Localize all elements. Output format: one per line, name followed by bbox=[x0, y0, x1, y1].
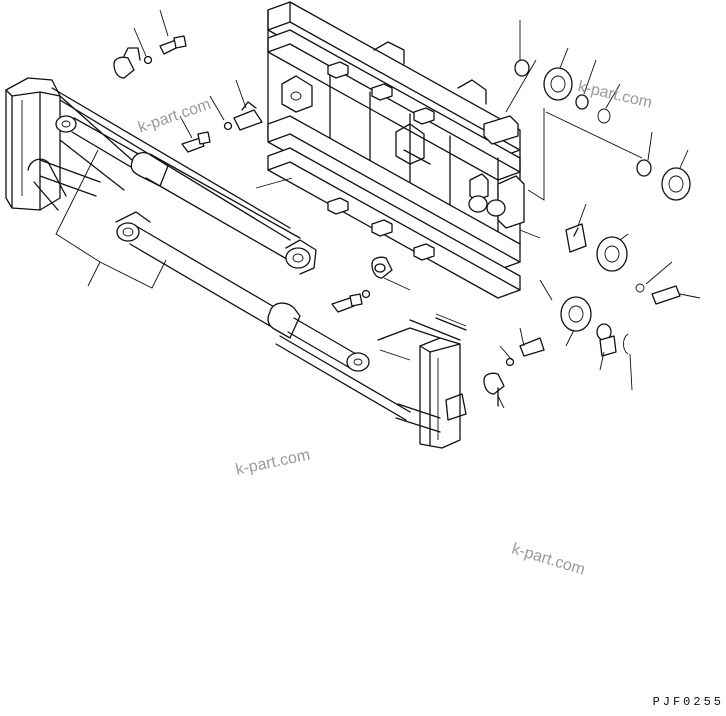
centre-pin-assembly bbox=[331, 256, 393, 313]
mid-pin-assembly bbox=[181, 101, 263, 153]
callout-leaders bbox=[55, 9, 701, 409]
roller-assembly bbox=[483, 59, 691, 407]
upper-cylinder bbox=[55, 115, 317, 275]
carriage-frame bbox=[267, 1, 525, 299]
top-pin-assembly bbox=[113, 35, 187, 79]
right-fork-arm bbox=[377, 317, 467, 449]
lower-cylinder bbox=[115, 211, 411, 421]
left-fork-arm bbox=[5, 77, 291, 241]
drawing-code: PJF0255 bbox=[652, 695, 724, 709]
